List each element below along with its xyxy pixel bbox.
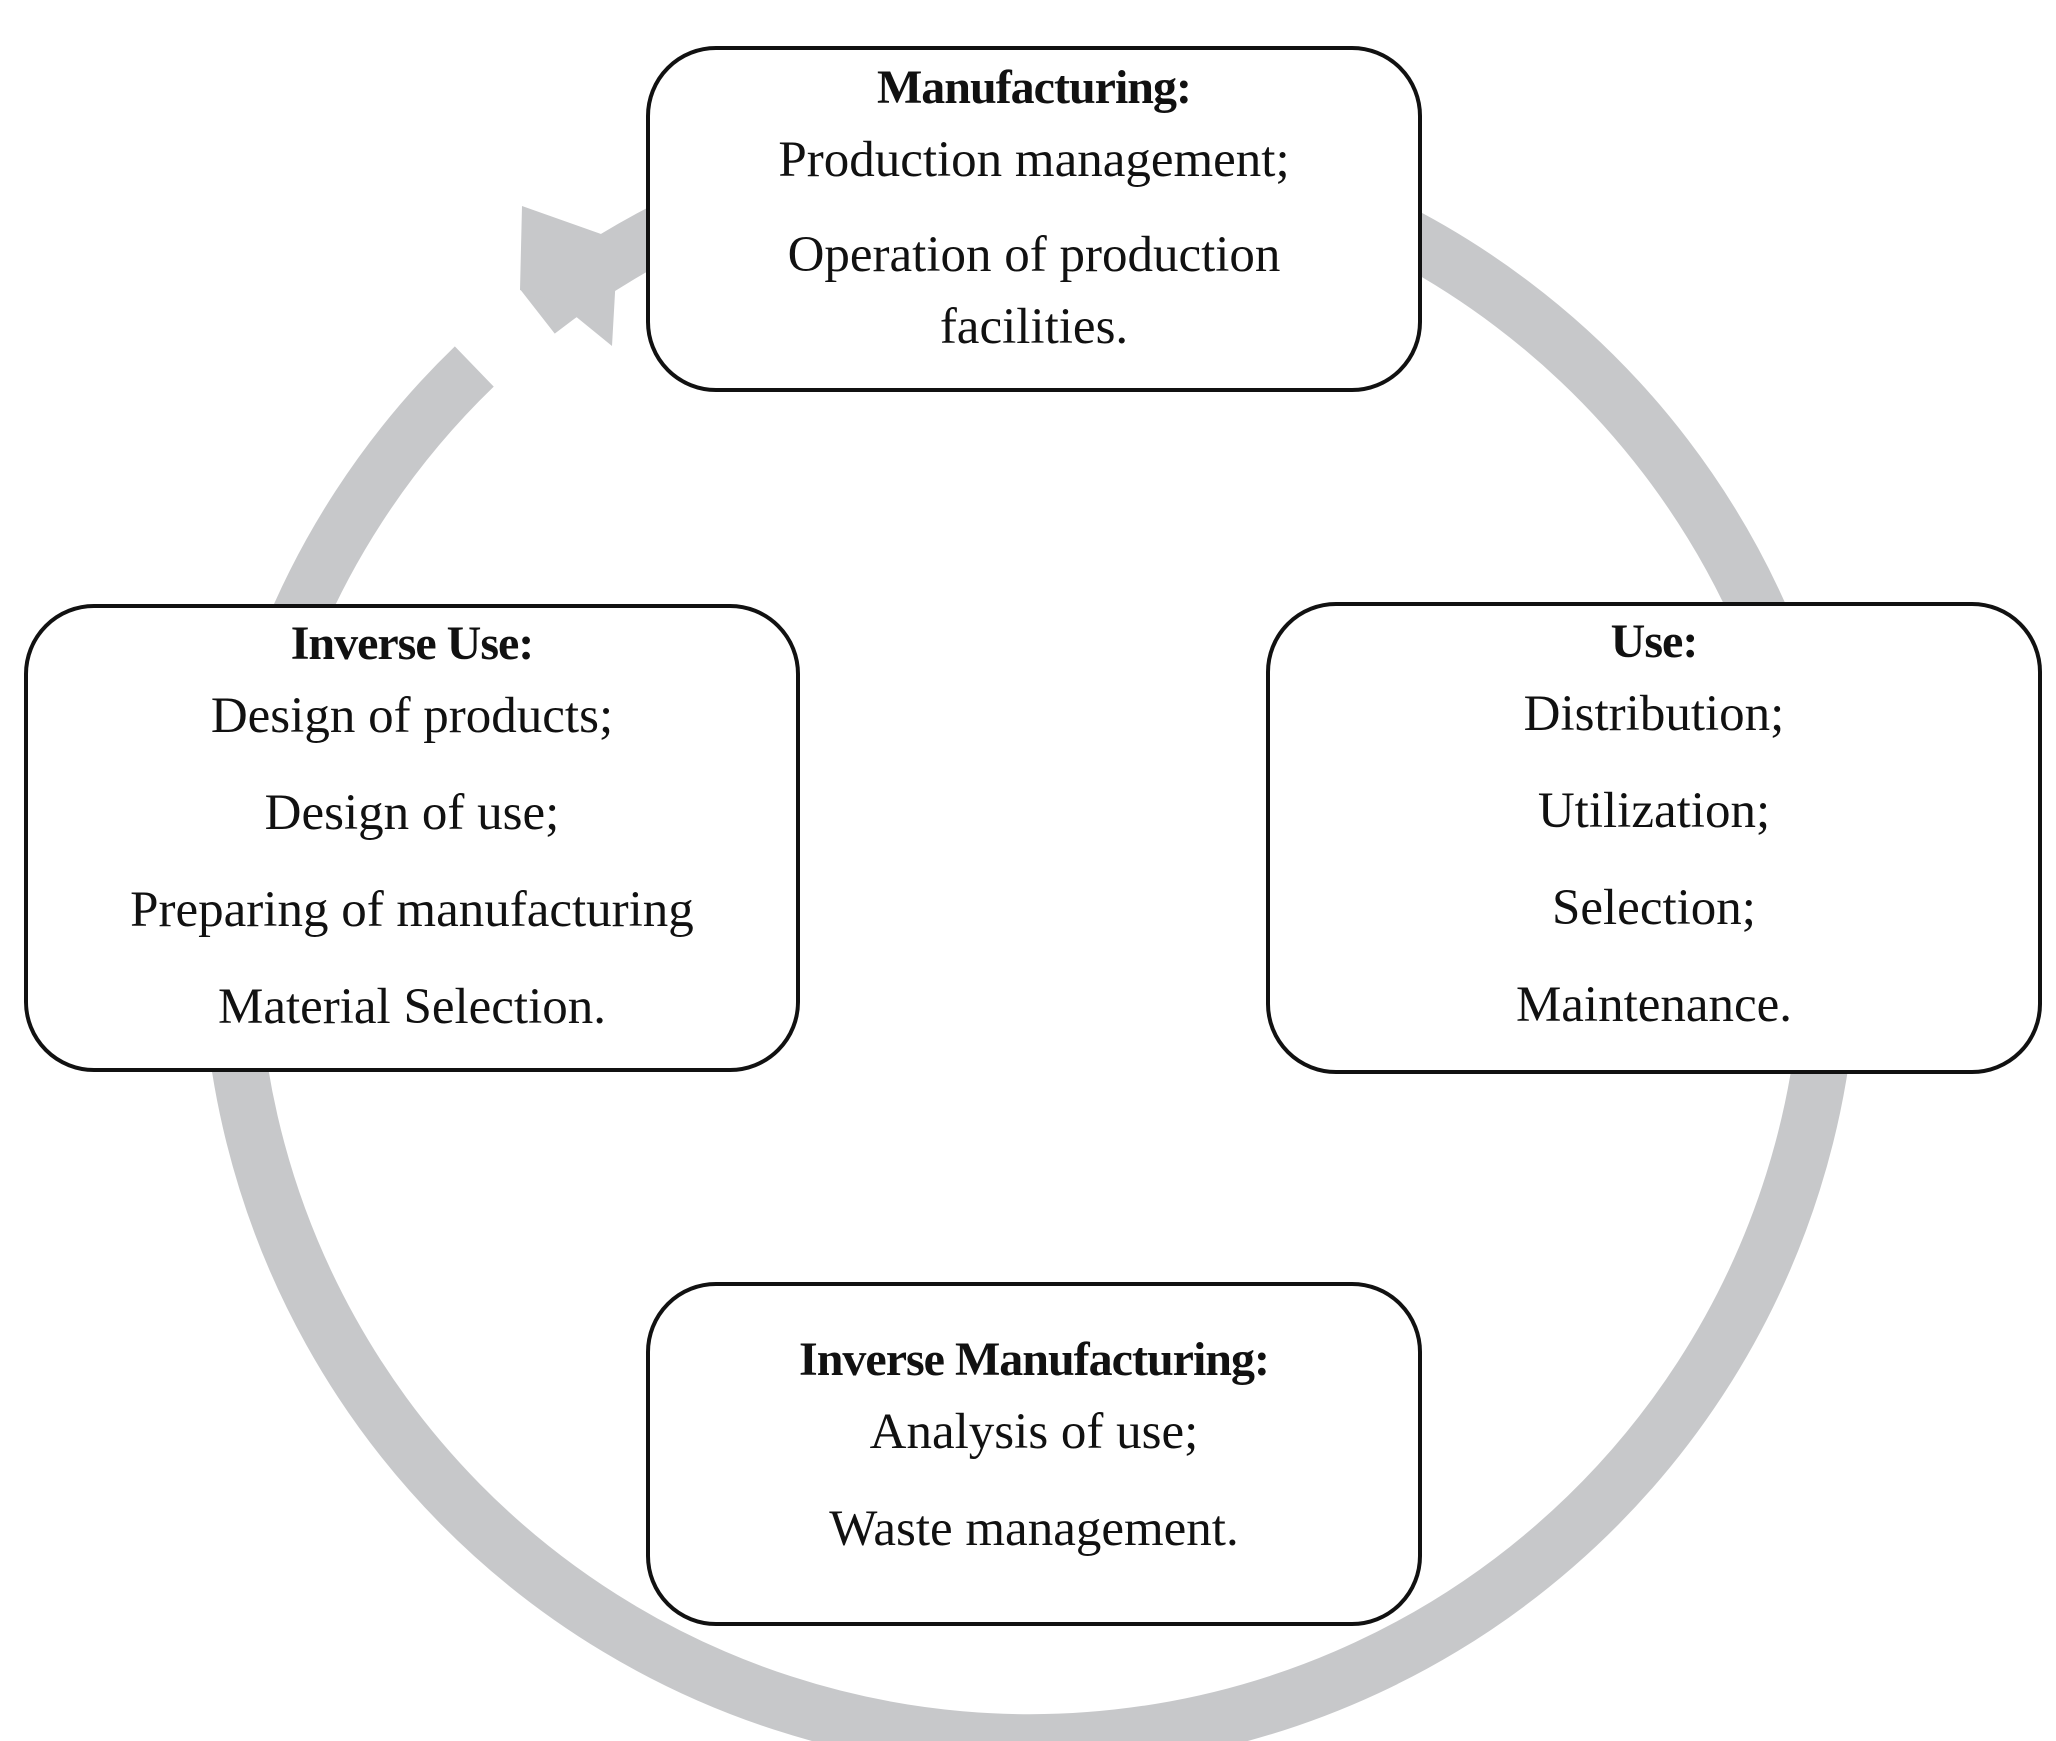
manufacturing-items: Production management; Operation of prod… — [714, 112, 1354, 363]
use-box: Use: Distribution; Utilization; Selectio… — [1266, 602, 2042, 1074]
inverse-manufacturing-item: Waste management. — [829, 1501, 1239, 1557]
cycle-arrowhead — [520, 206, 618, 346]
inverse-use-items: Design of products; Design of use; Prepa… — [130, 668, 694, 1056]
inverse-use-item: Material Selection. — [217, 979, 606, 1035]
inverse-use-box: Inverse Use: Design of products; Design … — [24, 604, 800, 1072]
inverse-use-item: Design of products; — [210, 688, 614, 744]
manufacturing-item: Operation of production facilities. — [787, 227, 1281, 355]
use-item: Distribution; — [1523, 686, 1785, 742]
use-item: Utilization; — [1537, 783, 1771, 839]
use-item: Selection; — [1552, 880, 1756, 936]
inverse-manufacturing-title: Inverse Manufacturing: — [799, 1333, 1270, 1386]
manufacturing-box: Manufacturing: Production management; Op… — [646, 46, 1422, 392]
inverse-manufacturing-items: Analysis of use; Waste management. — [829, 1384, 1238, 1578]
manufacturing-title: Manufacturing: — [877, 61, 1192, 114]
use-items: Distribution; Utilization; Selection; Ma… — [1516, 666, 1792, 1054]
inverse-use-item: Preparing of manufacturing — [130, 882, 694, 938]
use-title: Use: — [1610, 615, 1699, 668]
inverse-use-item: Design of use; — [264, 785, 560, 841]
manufacturing-item: Production management; — [778, 132, 1290, 188]
use-item: Maintenance. — [1515, 977, 1793, 1033]
inverse-manufacturing-item: Analysis of use; — [869, 1404, 1199, 1460]
inverse-use-title: Inverse Use: — [290, 617, 535, 670]
inverse-manufacturing-box: Inverse Manufacturing: Analysis of use; … — [646, 1282, 1422, 1626]
